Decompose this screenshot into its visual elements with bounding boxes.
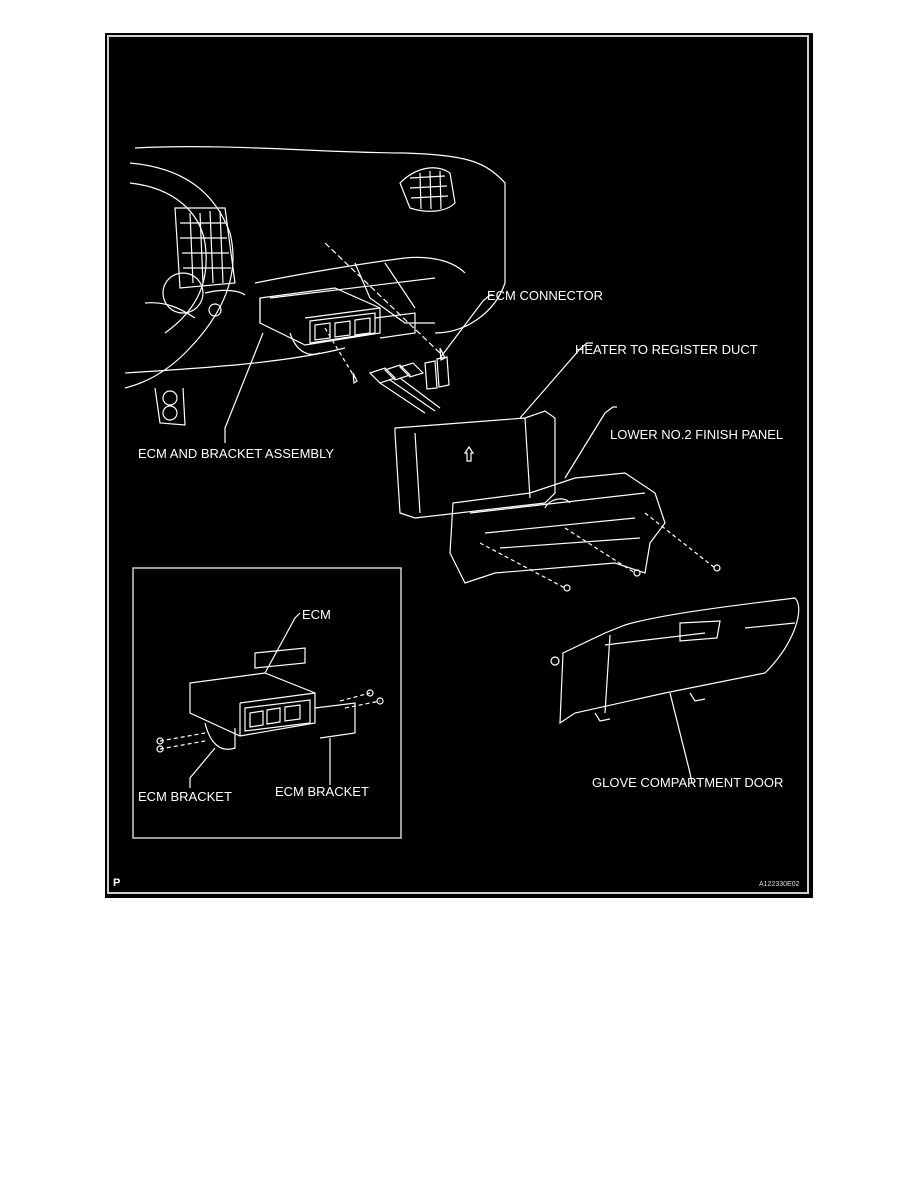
- figure-id-code: A122330E02: [759, 881, 800, 888]
- exploded-view-illustration: [124, 146, 800, 839]
- inset-label-bracket-left: ECM BRACKET: [138, 789, 232, 804]
- label-lower-finish-panel: LOWER NO.2 FINISH PANEL: [610, 427, 784, 442]
- ecm-assembly-drawing: [259, 242, 446, 385]
- dashboard-drawing: [124, 146, 506, 426]
- label-heater-duct: HEATER TO REGISTER DUCT: [575, 342, 758, 357]
- inset-label-bracket-right: ECM BRACKET: [275, 784, 369, 799]
- ecm-connector-drawing: [368, 294, 493, 414]
- label-glove-door: GLOVE COMPARTMENT DOOR: [592, 775, 784, 790]
- inset-label-ecm: ECM: [302, 607, 331, 622]
- inset-ecm-drawing: [156, 612, 384, 788]
- heater-duct-drawing: [394, 342, 593, 519]
- corner-mark: P: [113, 877, 121, 889]
- label-ecm-bracket-assembly: ECM AND BRACKET ASSEMBLY: [138, 446, 335, 461]
- glove-door-drawing: [550, 597, 800, 784]
- leader-ecm-assembly: [224, 332, 264, 443]
- inset-box: [132, 567, 402, 839]
- lower-finish-panel-drawing: [449, 406, 721, 592]
- figure-frame: [107, 35, 809, 894]
- label-ecm-connector: ECM CONNECTOR: [487, 288, 604, 303]
- diagram-figure: ECM CONNECTOR HEATER TO REGISTER DUCT LO…: [105, 33, 813, 898]
